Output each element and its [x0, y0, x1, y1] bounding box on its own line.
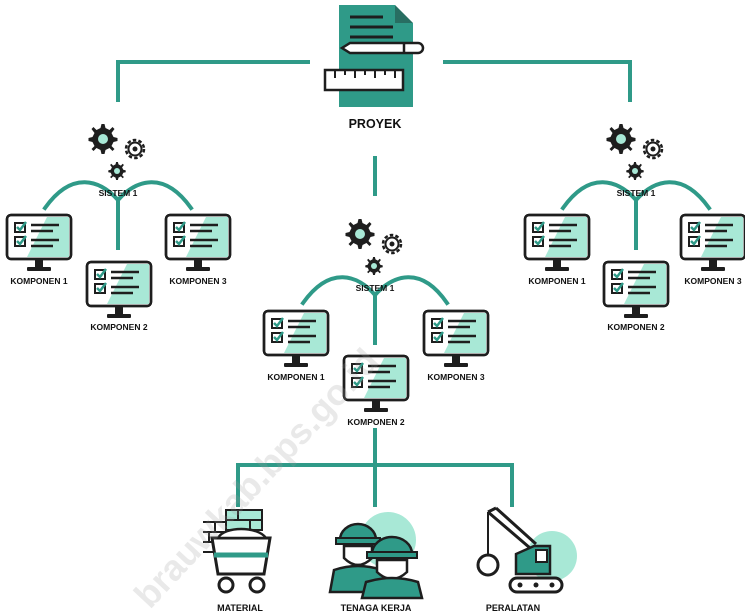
material-cart-icon [203, 509, 272, 594]
gears-icon [89, 124, 145, 180]
monitor-checklist-icon [164, 213, 232, 273]
component-left-3: KOMPONEN 3 [164, 213, 232, 286]
monitor-checklist-icon [85, 260, 153, 320]
resource-material: MATERIAL [203, 509, 272, 613]
system-node-left: SISTEM 1 [89, 124, 145, 198]
project-document-icon [323, 5, 425, 107]
gears-icon [346, 219, 402, 275]
root-label: PROYEK [349, 117, 402, 131]
component-right-1: KOMPONEN 1 [523, 213, 591, 286]
resource-label: TENAGA KERJA [341, 603, 412, 613]
monitor-checklist-icon [523, 213, 591, 273]
resource-label: PERALATAN [486, 603, 540, 613]
component-middle-3: KOMPONEN 3 [422, 309, 490, 382]
component-label: KOMPONEN 2 [347, 417, 404, 427]
monitor-checklist-icon [262, 309, 330, 369]
system-node-right: SISTEM 1 [607, 124, 663, 198]
resource-workforce: TENAGA KERJA [328, 512, 424, 613]
component-label: KOMPONEN 3 [427, 372, 484, 382]
component-label: KOMPONEN 3 [684, 276, 741, 286]
gears-icon [607, 124, 663, 180]
crane-icon [476, 506, 577, 594]
monitor-checklist-icon [422, 309, 490, 369]
component-label: KOMPONEN 1 [10, 276, 67, 286]
system-label: SISTEM 1 [617, 188, 656, 198]
component-left-1: KOMPONEN 1 [5, 213, 73, 286]
component-label: KOMPONEN 1 [528, 276, 585, 286]
monitor-checklist-icon [602, 260, 670, 320]
monitor-checklist-icon [679, 213, 745, 273]
component-label: KOMPONEN 2 [607, 322, 664, 332]
system-node-middle: SISTEM 1 [346, 219, 402, 293]
workers-icon [328, 512, 424, 600]
resource-equipment: PERALATAN [476, 506, 577, 613]
component-label: KOMPONEN 3 [169, 276, 226, 286]
connector-lines [42, 60, 712, 507]
component-label: KOMPONEN 1 [267, 372, 324, 382]
system-label: SISTEM 1 [99, 188, 138, 198]
project-root-node: PROYEK [323, 5, 425, 131]
resource-label: MATERIAL [217, 603, 263, 613]
component-left-2: KOMPONEN 2 [85, 260, 153, 332]
component-label: KOMPONEN 2 [90, 322, 147, 332]
component-middle-2: KOMPONEN 2 [342, 354, 410, 427]
component-right-3: KOMPONEN 3 [679, 213, 745, 286]
component-right-2: KOMPONEN 2 [602, 260, 670, 332]
system-label: SISTEM 1 [356, 283, 395, 293]
monitor-checklist-icon [5, 213, 73, 273]
component-middle-1: KOMPONEN 1 [262, 309, 330, 382]
